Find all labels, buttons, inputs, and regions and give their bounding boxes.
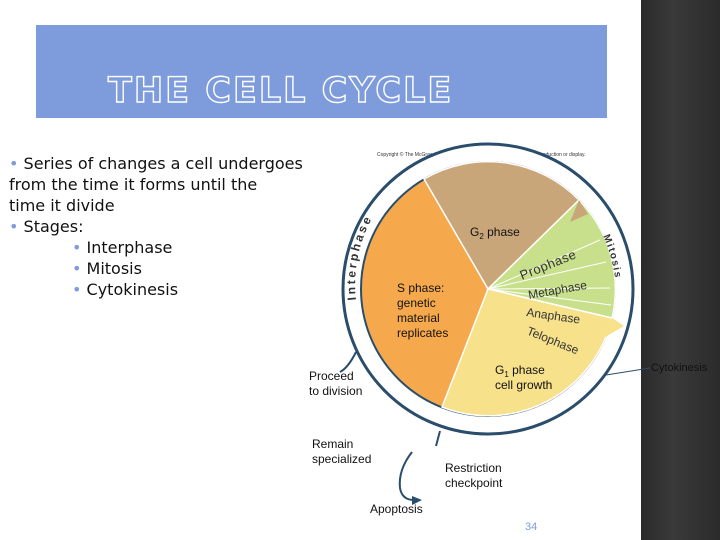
bullet-1-cont: from the time it forms until the	[9, 175, 258, 194]
bullet-marker: •	[9, 154, 19, 173]
g2-phase-label: G2 phase	[470, 225, 520, 241]
sub-bullet-text: Mitosis	[86, 259, 142, 278]
mitosis-divider	[487, 239, 601, 290]
sub-bullet: • Interphase	[9, 237, 349, 258]
cytokinesis-pointer	[605, 367, 651, 376]
right-decor-bar	[641, 0, 720, 540]
specialize-arrow	[398, 451, 415, 501]
page-number: 34	[525, 521, 538, 533]
g2-arrow	[570, 200, 588, 222]
bullet-text: Series of changes a cell undergoes	[23, 154, 303, 173]
g1-arrow	[600, 318, 624, 340]
bullet-1-cont: time it divide	[9, 196, 115, 215]
bullet-text: Stages:	[23, 217, 84, 236]
cytokinesis-label: Cytokinesis	[651, 362, 708, 374]
sub-bullet: • Mitosis	[9, 258, 349, 279]
mitosis-divider	[487, 261, 607, 290]
s-phase-label: S phase: genetic material replicates	[397, 281, 448, 340]
bullet-list: • Series of changes a cell undergoes fro…	[9, 153, 349, 300]
title-band	[36, 25, 607, 118]
sub-bullet-text: Cytokinesis	[86, 280, 179, 299]
g2-phase-wedge	[422, 160, 581, 291]
apoptosis-label: Apoptosis	[370, 502, 423, 516]
restriction-label: Restriction checkpoint	[445, 461, 505, 490]
sub-bullet: • Cytokinesis	[9, 279, 349, 300]
bullet-marker: •	[72, 238, 82, 257]
g1-phase-wedge	[441, 288, 613, 417]
mitosis-divider	[487, 287, 611, 290]
g1-phase-label: G1 phase cell growth	[495, 363, 552, 392]
bullet-marker: •	[9, 217, 19, 236]
bullet-marker: •	[72, 259, 82, 278]
bullet-1: • Series of changes a cell undergoes	[9, 153, 349, 174]
slide-title: THE CELL CYCLE	[107, 71, 454, 111]
specialize-arrowhead	[412, 496, 422, 505]
remain-label: Remain specialized	[312, 437, 371, 466]
bullet-marker: •	[72, 280, 82, 299]
division-arrow	[339, 351, 357, 373]
mitosis-divider	[487, 288, 612, 306]
bullet-2: • Stages:	[9, 216, 349, 237]
proceed-label: Proceed to division	[309, 369, 362, 398]
apoptosis-arrow	[435, 430, 441, 447]
sub-bullet-text: Interphase	[86, 238, 173, 257]
